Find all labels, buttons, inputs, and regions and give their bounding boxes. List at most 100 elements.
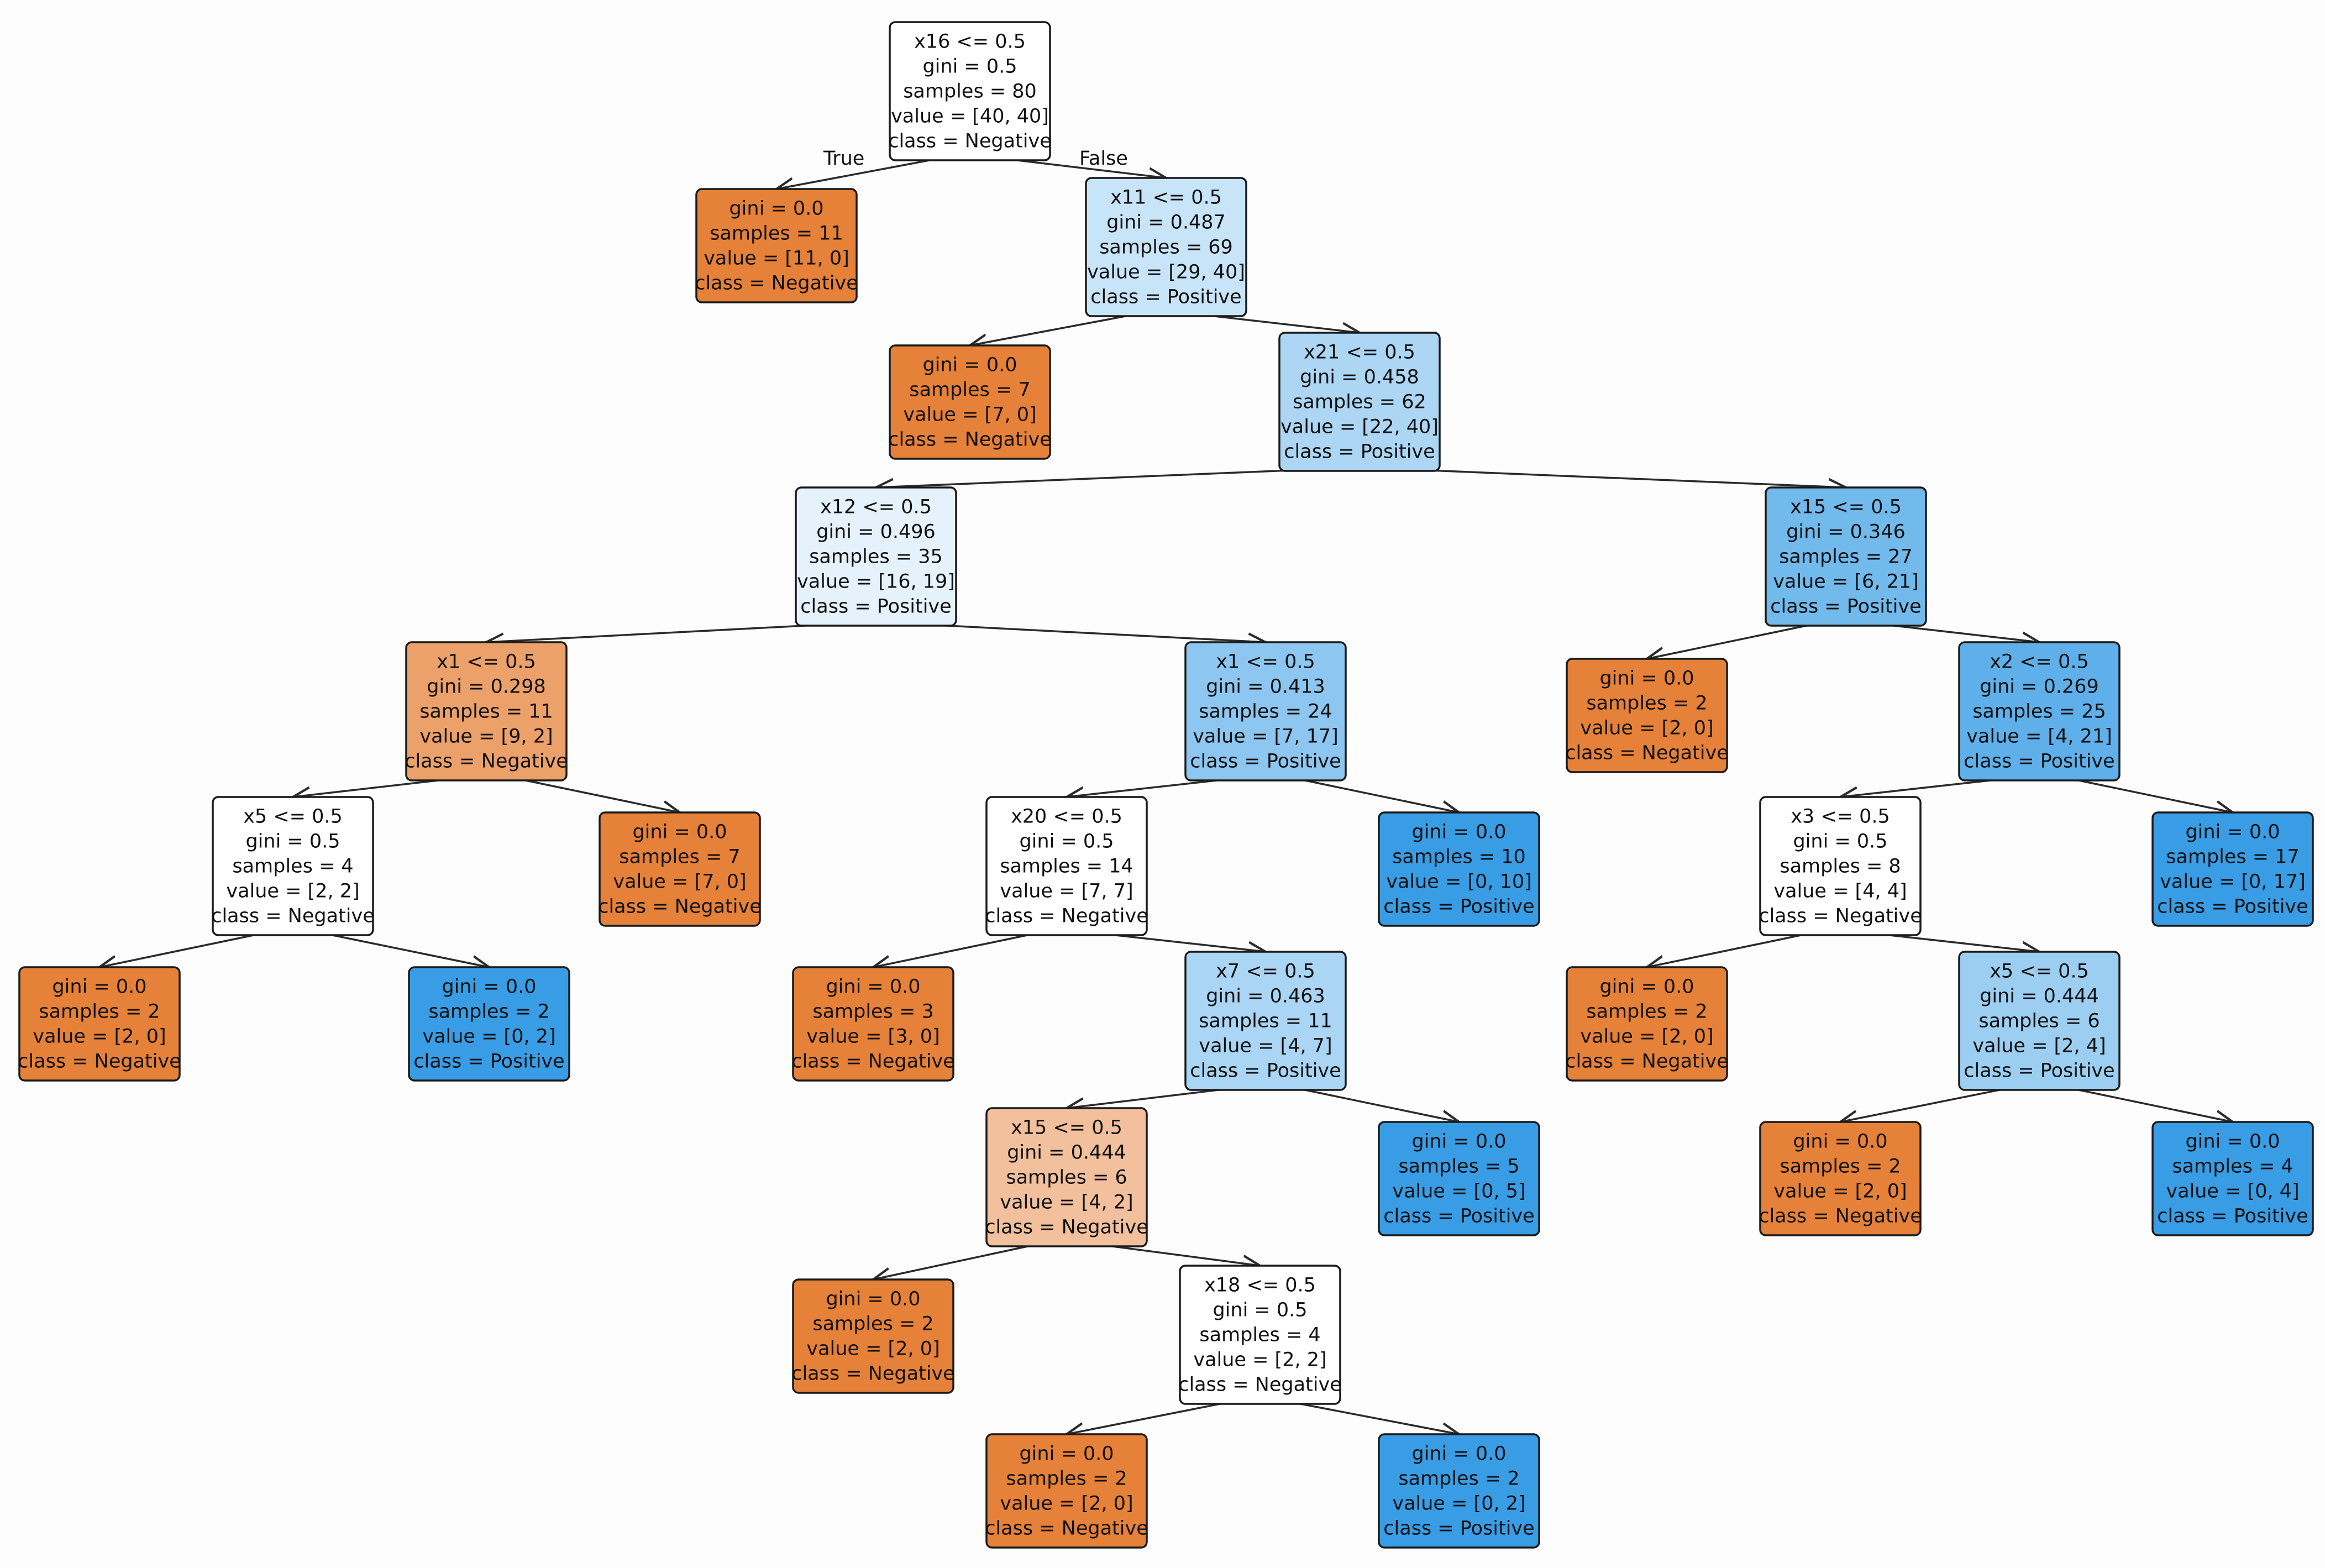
node-line: samples = 35 [809,546,943,568]
node-line: value = [2, 0] [33,1026,166,1048]
node-line: x1 <= 0.5 [437,651,536,673]
node-box [1765,486,1927,627]
true-branch-label: True [823,148,864,170]
tree-edge-n11-n18 [321,932,489,967]
node-line: samples = 11 [419,701,553,723]
node-box [405,641,568,782]
node-line: value = [2, 0] [1580,717,1713,740]
node-line: gini = 0.487 [1106,212,1226,234]
tree-edge-n22-n26 [2067,1087,2233,1122]
node-line: x11 <= 0.5 [1110,187,1222,209]
node-line: class = Negative [695,272,858,295]
node-box [985,1433,1148,1549]
node-line: value = [2, 0] [1580,1026,1713,1048]
node-line: samples = 2 [1006,1468,1127,1490]
node-box [212,796,374,936]
node-line: value = [40, 40] [891,106,1049,128]
node-line: class = Positive [1964,1060,2114,1082]
edges-layer [99,157,2233,1434]
tree-edge-n22-n25 [1840,1087,2011,1122]
node-line: gini = 0.0 [1599,976,1694,998]
node-line: gini = 0.0 [826,1288,920,1310]
node-line: value = [9, 2] [419,726,553,748]
node-line: x7 <= 0.5 [1216,961,1315,983]
node-line: class = Positive [413,1051,564,1073]
node-line: gini = 0.0 [52,976,146,998]
node-box [18,966,181,1082]
node-line: samples = 2 [428,1001,549,1023]
node-box [408,966,570,1082]
node-box [1378,1121,1540,1236]
tree-edge-n28-n30 [1288,1401,1459,1434]
node-line: x15 <= 0.5 [1790,496,1902,518]
node-line: class = Negative [1178,1374,1342,1396]
node-line: value = [4, 21] [1966,726,2112,748]
node-line: gini = 0.0 [922,354,1017,376]
node-box [1378,1433,1540,1549]
node-line: samples = 6 [1006,1167,1127,1189]
node-line: value = [2, 2] [226,880,359,903]
node-line: gini = 0.0 [442,976,536,998]
node-line: class = Positive [2157,1205,2308,1228]
tree-edge-n15-n21 [1647,932,1812,967]
node-box [792,966,954,1082]
node-line: samples = 2 [39,1001,160,1023]
node-line: class = Negative [985,1216,1148,1239]
node-line: gini = 0.0 [1411,821,1506,843]
node-line: class = Positive [1383,896,1534,918]
node-line: class = Positive [1383,1205,1534,1228]
node-box [792,1278,954,1394]
node-box [1566,658,1728,773]
node-line: samples = 2 [1780,1156,1901,1178]
node-line: value = [0, 17] [2160,871,2306,893]
node-line: samples = 11 [710,223,843,245]
tree-edge-n23-n27 [873,1243,1038,1279]
node-line: gini = 0.5 [1019,831,1114,853]
node-line: value = [16, 19] [797,571,955,593]
node-line: class = Negative [985,1518,1148,1540]
node-box [1378,811,1540,927]
node-line: x1 <= 0.5 [1216,651,1315,673]
tree-edge-n10-n16 [2067,777,2233,812]
node-line: samples = 62 [1293,391,1426,413]
node-line: gini = 0.346 [1786,521,1906,543]
node-box [1184,951,1347,1091]
tree-edge-n0-n1 [776,157,942,189]
node-box [985,796,1148,936]
node-line: class = Negative [1759,1205,1922,1228]
node-line: samples = 2 [1586,1001,1707,1023]
node-line: samples = 3 [812,1001,933,1023]
node-line: samples = 27 [1779,546,1913,568]
node-line: class = Positive [1284,441,1435,463]
node-line: samples = 5 [1398,1156,1519,1178]
tree-edge-n28-n29 [1067,1401,1232,1434]
node-box [695,188,858,303]
node-box [1278,332,1441,472]
tree-edge-n5-n8 [905,622,1266,642]
node-line: samples = 7 [619,846,740,868]
node-line: value = [4, 2] [1000,1192,1133,1214]
node-line: value = [2, 4] [1972,1035,2106,1057]
node-line: samples = 6 [1978,1010,2100,1032]
node-line: class = Negative [888,130,1052,153]
node-line: gini = 0.458 [1300,366,1419,389]
node-line: x20 <= 0.5 [1011,806,1122,828]
node-line: x5 <= 0.5 [1990,961,2089,983]
tree-edge-n23-n28 [1095,1243,1260,1266]
node-line: samples = 25 [1972,701,2106,723]
node-box [985,1107,1148,1247]
node-line: class = Negative [598,896,762,918]
node-line: gini = 0.0 [729,198,823,220]
node-line: gini = 0.5 [245,831,340,853]
node-line: samples = 4 [2172,1156,2293,1178]
